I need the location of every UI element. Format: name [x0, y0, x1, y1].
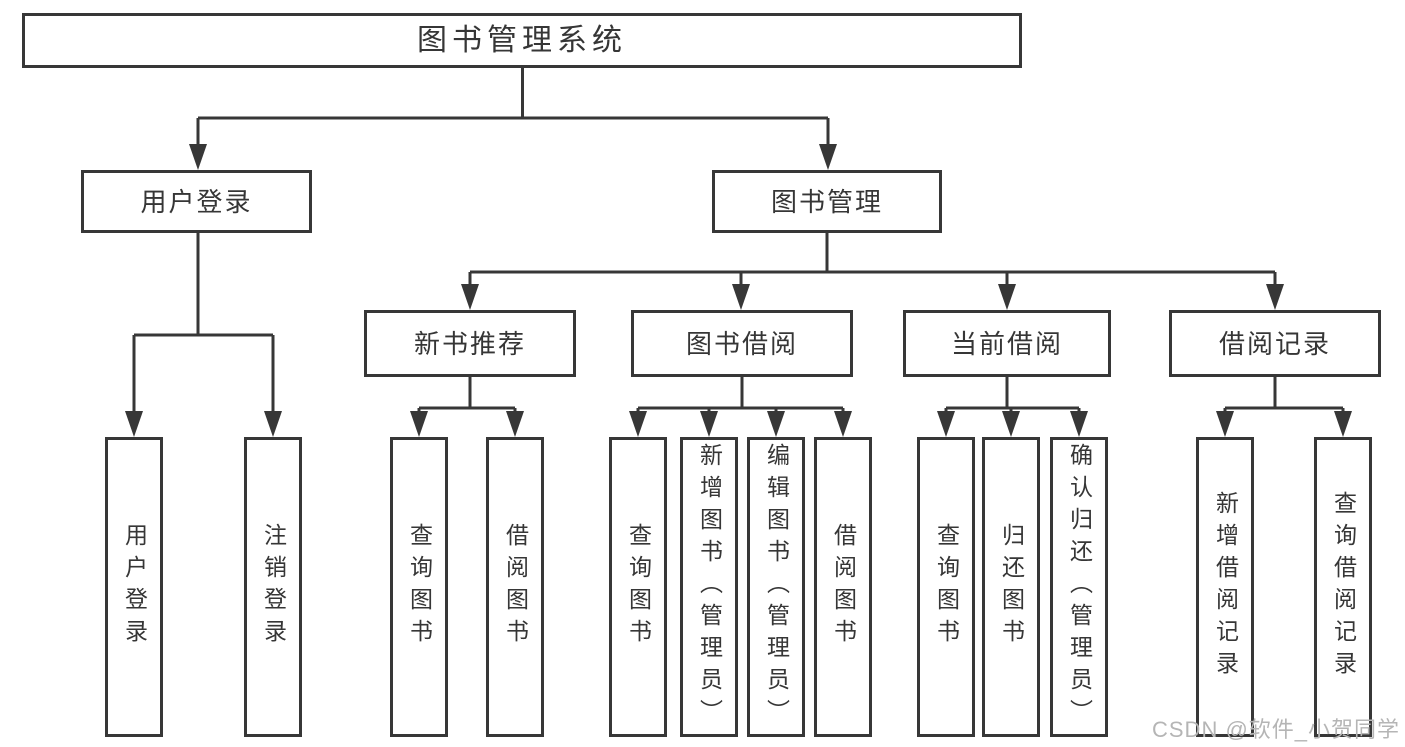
- tree-edges: [132, 68, 1345, 414]
- node-leaf-add-books-admin: 新增图书（管理员）: [680, 437, 738, 737]
- node-leaf-logout: 注销登录: [244, 437, 302, 737]
- node-leaf-borrow-books-2: 借阅图书: [814, 437, 872, 737]
- node-library-management-system: 图书管理系统: [22, 13, 1022, 68]
- node-new-book-recommendation: 新书推荐: [364, 310, 576, 377]
- node-leaf-query-borrow-record: 查询借阅记录: [1314, 437, 1372, 737]
- node-leaf-edit-books-admin: 编辑图书（管理员）: [747, 437, 805, 737]
- node-current-borrowing: 当前借阅: [903, 310, 1111, 377]
- node-leaf-query-books-3: 查询图书: [917, 437, 975, 737]
- node-book-management: 图书管理: [712, 170, 942, 233]
- node-leaf-confirm-return-admin: 确认归还（管理员）: [1050, 437, 1108, 737]
- arrow-down-icons: [125, 144, 1352, 437]
- node-leaf-query-books-2: 查询图书: [609, 437, 667, 737]
- node-borrowing-records: 借阅记录: [1169, 310, 1381, 377]
- node-leaf-return-books: 归还图书: [982, 437, 1040, 737]
- node-leaf-borrow-books-1: 借阅图书: [486, 437, 544, 737]
- node-leaf-query-books-1: 查询图书: [390, 437, 448, 737]
- node-user-login: 用户登录: [81, 170, 312, 233]
- node-leaf-add-borrow-record: 新增借阅记录: [1196, 437, 1254, 737]
- csdn-watermark: CSDN @软件_小贺同学: [1152, 717, 1401, 742]
- node-book-borrowing: 图书借阅: [631, 310, 853, 377]
- node-leaf-user-login: 用户登录: [105, 437, 163, 737]
